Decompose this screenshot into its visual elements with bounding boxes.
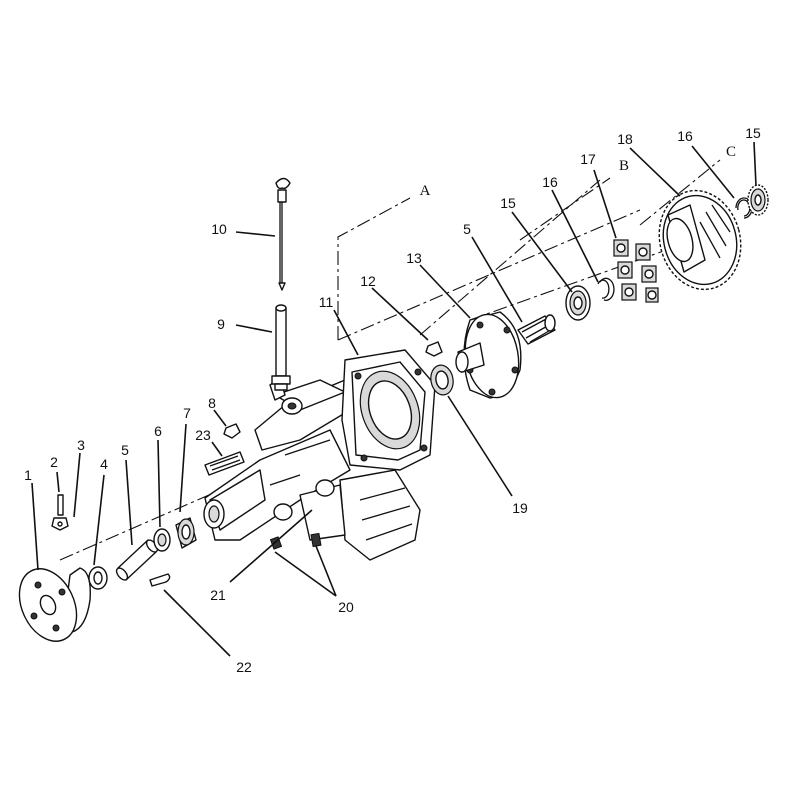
callout-22: 22	[236, 659, 252, 675]
part-small-gear	[565, 285, 591, 321]
callout-5-lower: 5	[121, 442, 129, 458]
part-needle-bearing	[175, 517, 197, 549]
callout-1: 1	[24, 467, 32, 483]
axis-letters: A B C	[420, 144, 736, 199]
leader-19	[447, 395, 513, 497]
callout-16-upper: 16	[677, 128, 693, 144]
part-set-screws	[269, 532, 322, 550]
leader-8	[213, 409, 227, 427]
part-bolt-and-nut	[51, 494, 69, 531]
leader-16a	[551, 189, 599, 283]
leader-15a	[511, 211, 573, 293]
callout-19: 19	[512, 500, 528, 516]
part-seal-ring	[153, 528, 171, 552]
callout-12: 12	[360, 273, 376, 289]
callout-4: 4	[100, 456, 108, 472]
leader-22	[163, 589, 231, 657]
leader-12	[371, 287, 429, 341]
part-transaxle-housing	[203, 349, 436, 561]
leader-15b	[753, 141, 757, 187]
part-key	[149, 573, 171, 587]
leader-20a	[274, 551, 337, 597]
callout-15-upper: 15	[745, 125, 761, 141]
axis-line-b-ext	[519, 177, 611, 241]
axis-line-a-ext	[337, 209, 641, 341]
axis-letter-c: C	[726, 144, 736, 160]
callout-23: 23	[195, 427, 211, 443]
leader-23	[211, 441, 223, 457]
leader-16b	[691, 145, 735, 199]
leader-9	[235, 324, 273, 333]
axis-line-c	[639, 159, 721, 226]
part-nut-small	[223, 423, 241, 439]
axis-line-a	[337, 197, 411, 340]
callout-20: 20	[338, 599, 354, 615]
callout-7: 7	[183, 405, 191, 421]
callout-11: 11	[319, 294, 334, 310]
leader-20b	[315, 545, 337, 597]
callout-21: 21	[210, 587, 226, 603]
callout-17: 17	[580, 151, 596, 167]
leader-7	[179, 423, 187, 513]
part-sun-gear	[747, 184, 769, 216]
part-dipstick	[275, 177, 291, 291]
part-ring-gear	[658, 189, 742, 291]
callout-8: 8	[208, 395, 216, 411]
part-splined-shaft	[517, 314, 556, 345]
leader-2	[56, 471, 60, 493]
leader-1	[31, 482, 39, 571]
callout-16-lower: 16	[542, 174, 558, 190]
axis-letter-a: A	[420, 183, 431, 199]
callout-10: 10	[211, 221, 227, 237]
callout-6: 6	[154, 423, 162, 439]
part-snap-ring	[597, 277, 615, 301]
callout-18: 18	[617, 131, 633, 147]
leader-3	[73, 452, 81, 518]
leader-10	[235, 231, 276, 237]
callout-labels: 1 2 3 4 5 6 7 8 9 10 11 12 13 5 15 16 17…	[24, 125, 761, 675]
callout-3: 3	[77, 437, 85, 453]
callout-2: 2	[50, 454, 58, 470]
part-washer	[88, 566, 108, 590]
callout-5-upper: 5	[463, 221, 471, 237]
leader-17	[593, 169, 617, 239]
leader-5b	[471, 236, 523, 323]
leader-18	[629, 147, 681, 197]
part-ball-bearing	[430, 364, 454, 396]
callout-9: 9	[217, 316, 225, 332]
callout-13: 13	[406, 250, 422, 266]
leader-13	[419, 264, 471, 319]
axis-letter-b: B	[619, 158, 629, 174]
leader-11	[333, 309, 359, 356]
part-planet-gear-cluster	[613, 239, 659, 303]
leader-21	[229, 509, 313, 583]
part-carrier-plate	[455, 311, 522, 399]
part-shaft-pin	[115, 539, 159, 581]
leader-5a	[125, 459, 133, 546]
part-nut-12	[425, 341, 443, 357]
leader-6	[157, 439, 161, 528]
axis-line-b	[419, 179, 601, 336]
part-decal-plate	[204, 451, 245, 476]
part-dipstick-tube	[271, 304, 291, 391]
leader-lines	[31, 141, 757, 657]
leader-4	[93, 474, 105, 566]
part-flange-hub	[18, 567, 91, 642]
callout-15-lower: 15	[500, 195, 516, 211]
